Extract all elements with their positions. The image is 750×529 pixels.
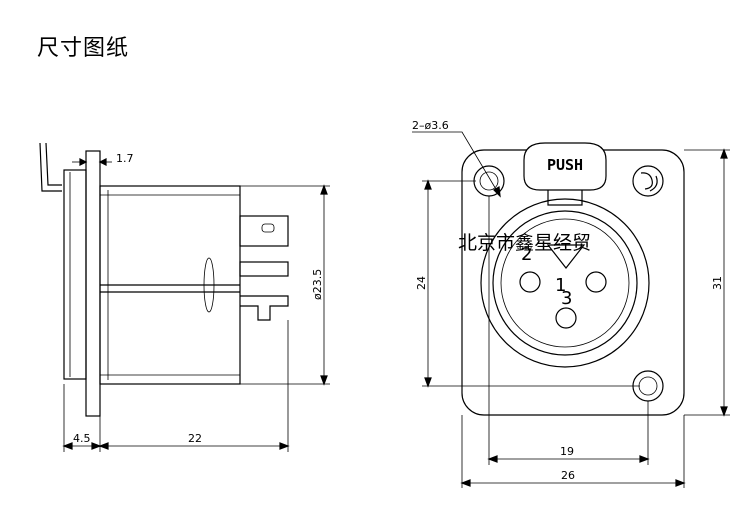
receptacle-inner (492, 210, 638, 356)
push-label: PUSH (547, 156, 583, 174)
dim-width-inner: 19 (560, 445, 574, 458)
front-view: PUSH 1 2 3 2–ø3.6 24 (412, 119, 730, 488)
push-latch (523, 142, 607, 191)
dim-front-depth: 4.5 (73, 432, 91, 445)
rear-terminal-upper (239, 215, 289, 247)
dim-height-inner: 24 (415, 276, 428, 290)
dim-flange-thickness: 1.7 (116, 152, 134, 165)
pin-2 (519, 271, 541, 293)
logo-symbol (632, 165, 664, 197)
dim-body-length: 22 (188, 432, 202, 445)
dim-diameter: ø23.5 (311, 269, 324, 300)
front-nose (63, 169, 87, 380)
dim-height-outer: 31 (711, 276, 724, 290)
rear-terminal-middle (239, 261, 289, 277)
flange-plate (85, 150, 101, 417)
page-title: 尺寸图纸 (37, 36, 130, 61)
key-notch (546, 244, 586, 269)
dim-holes: 2–ø3.6 (412, 119, 449, 132)
dim-width-outer: 26 (561, 469, 575, 482)
rear-terminal-lower (240, 295, 289, 321)
pin-1 (585, 271, 607, 293)
pin-label-1: 1 (555, 275, 566, 296)
watermark-text: 北京市鑫星经贸 (458, 232, 591, 254)
pin-3 (555, 307, 577, 329)
solder-lug (39, 142, 62, 192)
pin-label-2: 2 (521, 244, 532, 265)
pin-label-3: 3 (561, 288, 572, 309)
side-view: 1.7 ø23.5 4.5 22 (39, 142, 330, 452)
receptacle-outer (480, 198, 650, 368)
